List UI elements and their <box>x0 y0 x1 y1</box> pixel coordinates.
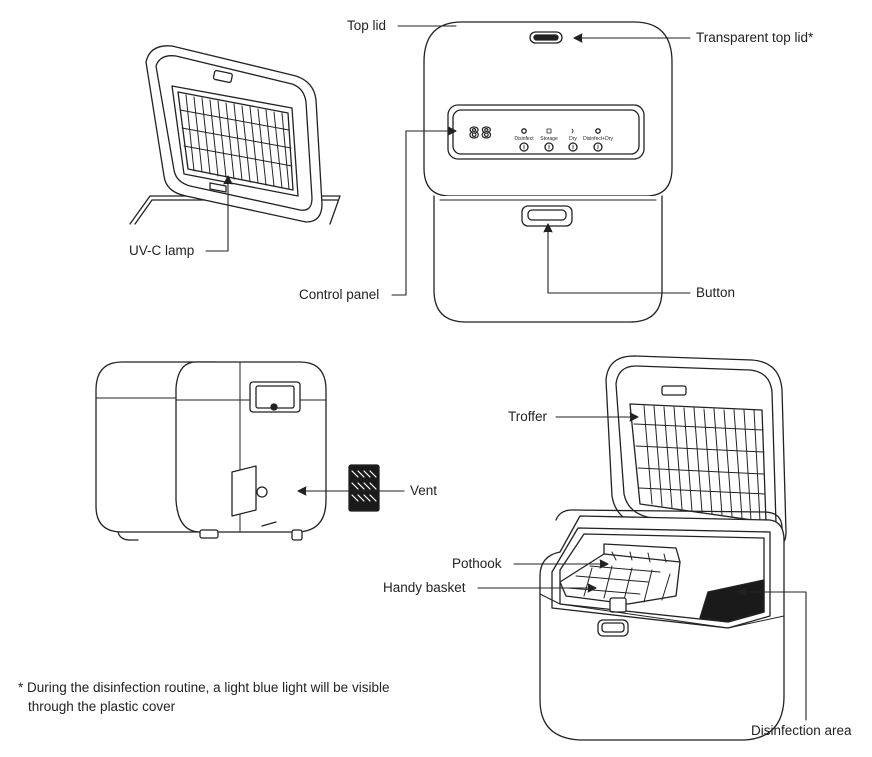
footnote: * During the disinfection routine, a lig… <box>18 678 389 716</box>
mode-disinfect[interactable]: Disinfect <box>514 128 534 152</box>
uvc-grille <box>179 94 293 190</box>
panel-display: 88 <box>469 125 493 144</box>
mode-label-disinfect-dry: Disinfect+Dry <box>583 136 613 142</box>
open-unit-view <box>539 355 787 741</box>
side-view <box>95 361 327 541</box>
mode-disinfect-dry[interactable]: Disinfect+Dry <box>583 128 613 152</box>
label-control-panel: Control panel <box>299 287 380 302</box>
open-lid-uvc-view <box>129 45 341 225</box>
label-handy-basket: Handy basket <box>383 580 466 595</box>
mode-label-dry: Dry <box>569 136 577 142</box>
mode-label-disinfect: Disinfect <box>514 136 534 142</box>
label-pothook: Pothook <box>452 556 502 571</box>
label-uvc-lamp: UV-C lamp <box>129 243 195 258</box>
mode-storage[interactable]: Storage <box>540 128 558 152</box>
vent-filter <box>348 464 380 512</box>
label-button: Button <box>696 285 736 300</box>
label-vent: Vent <box>410 483 438 498</box>
label-troffer: Troffer <box>508 409 548 424</box>
mode-dry[interactable]: Dry <box>568 128 578 152</box>
footnote-line-1: * During the disinfection routine, a lig… <box>18 680 390 695</box>
label-disinfection-area: Disinfection area <box>751 723 852 738</box>
label-transparent-top-lid: Transparent top lid* <box>696 30 814 45</box>
leader-lines <box>205 25 807 721</box>
mode-label-storage: Storage <box>540 136 558 142</box>
control-panel: 88 Disinfect Storage Dry Disinfect+Dry <box>468 124 613 152</box>
footnote-line-2: through the plastic cover <box>28 699 176 714</box>
label-top-lid: Top lid <box>347 18 387 33</box>
